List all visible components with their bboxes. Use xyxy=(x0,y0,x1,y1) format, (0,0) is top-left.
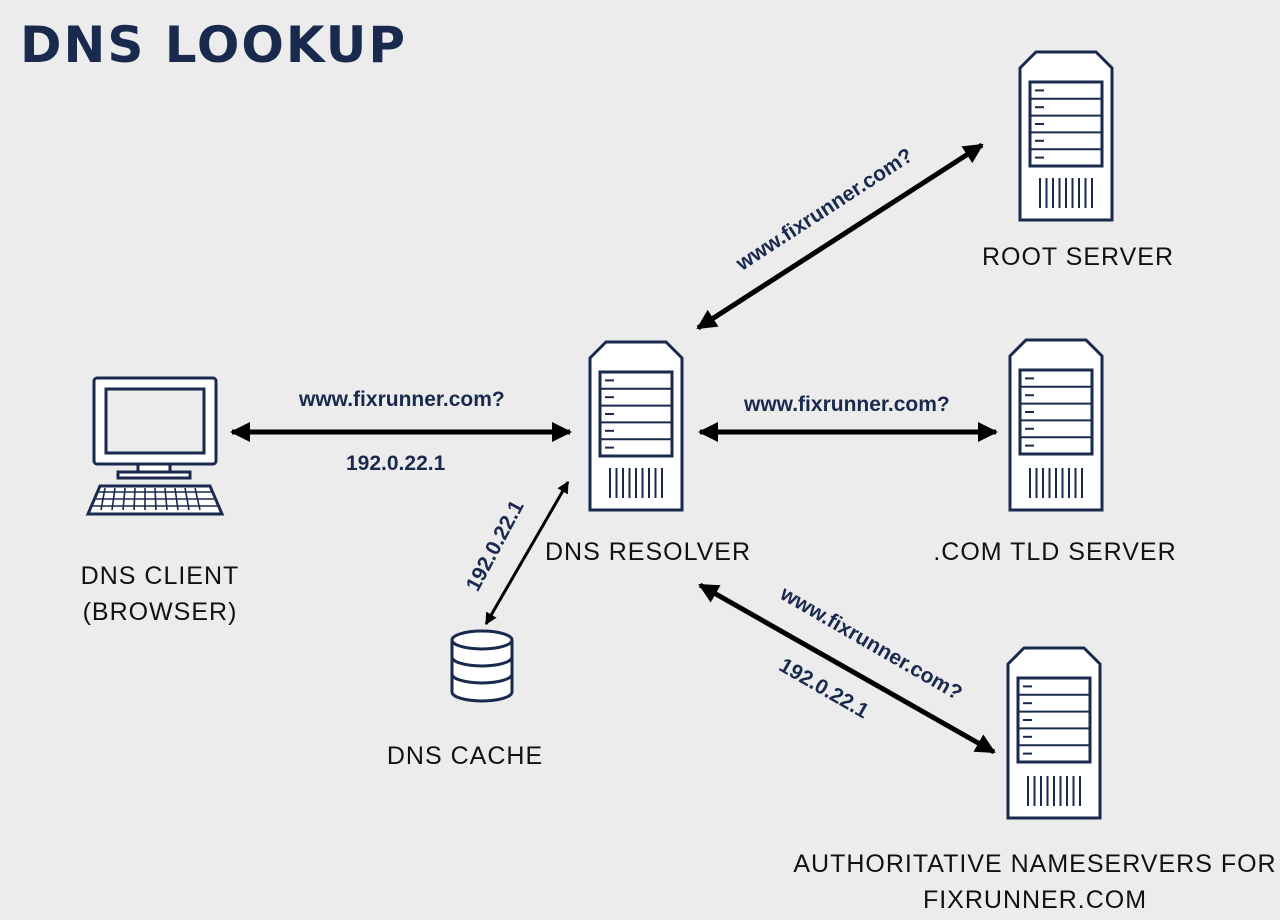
resolver-root-arrow xyxy=(696,142,984,331)
dns-client-label-line2: (BROWSER) xyxy=(82,598,238,626)
dns-cache-label: DNS CACHE xyxy=(386,742,544,770)
resolver-cache-arrow xyxy=(484,480,570,626)
root-server-label: ROOT SERVER xyxy=(981,243,1175,271)
database-icon xyxy=(450,629,514,703)
resolver-server-icon xyxy=(588,340,684,512)
authoritative-nameservers-label: AUTHORITATIVE NAMESERVERS FOR FIXRUNNER.… xyxy=(790,846,1280,918)
tld-server-icon xyxy=(1008,338,1104,512)
authoritative-label-line1: AUTHORITATIVE NAMESERVERS FOR xyxy=(793,850,1277,878)
dns-resolver-label: DNS RESOLVER xyxy=(544,538,752,566)
tld-server-label: .COM TLD SERVER xyxy=(933,538,1177,566)
resolver-auth-arrow xyxy=(698,582,996,755)
authoritative-label-line2: FIXRUNNER.COM xyxy=(922,886,1148,914)
auth-server-icon xyxy=(1006,646,1102,820)
diagram-title: DNS LOOKUP xyxy=(20,16,407,74)
desktop-computer-icon xyxy=(85,376,225,516)
client-answer-label: 192.0.22.1 xyxy=(346,452,446,475)
dns-client-label: DNS CLIENT (BROWSER) xyxy=(60,558,260,630)
root-server-icon xyxy=(1018,50,1114,222)
tld-query-label: www.fixrunner.com? xyxy=(744,393,950,416)
client-query-label: www.fixrunner.com? xyxy=(299,388,505,411)
dns-client-label-line1: DNS CLIENT xyxy=(80,562,240,590)
